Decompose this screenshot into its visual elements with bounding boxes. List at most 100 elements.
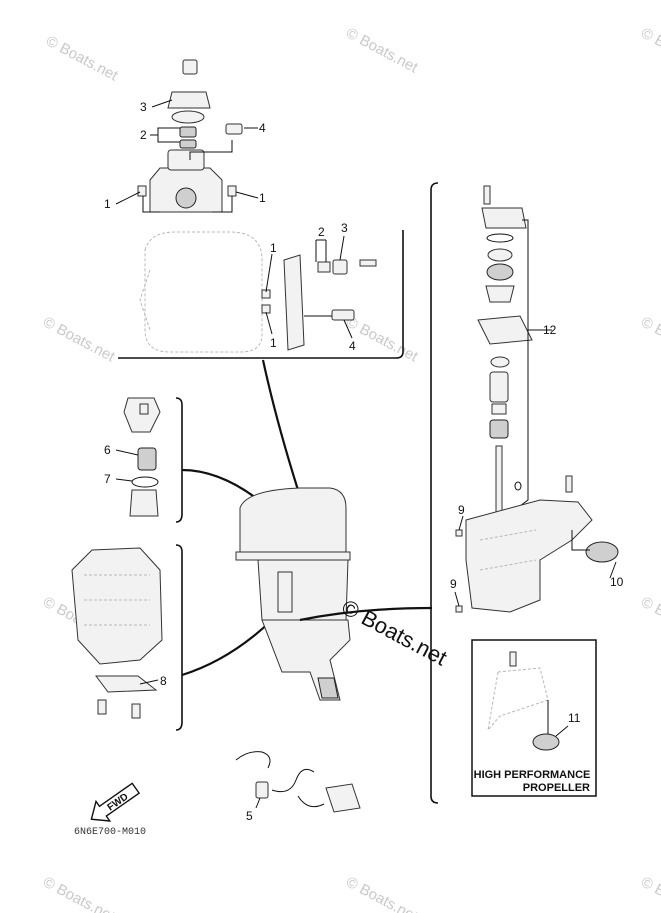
bearing-part bbox=[489, 419, 509, 439]
high-performance-inset bbox=[471, 639, 597, 797]
thermostat-body bbox=[123, 397, 161, 433]
leader-line bbox=[115, 449, 139, 456]
lower-casing bbox=[465, 499, 593, 613]
leader-line bbox=[315, 239, 327, 262]
leader-line bbox=[150, 127, 180, 143]
callout-10: 10 bbox=[610, 575, 624, 589]
group-bracket bbox=[175, 544, 183, 731]
lower-casing-ghost bbox=[487, 667, 549, 732]
leader-line bbox=[139, 679, 159, 685]
leader-line bbox=[235, 191, 259, 199]
thermostat-part bbox=[179, 139, 197, 149]
bolt-part bbox=[182, 59, 198, 75]
leader-line bbox=[519, 219, 540, 507]
watermark: © Boats.net bbox=[43, 33, 121, 85]
midsection bbox=[257, 559, 349, 621]
callout-1: 1 bbox=[270, 241, 277, 255]
thermostat-part bbox=[137, 447, 157, 471]
pump-insert bbox=[487, 248, 513, 262]
watermark: © Boats.net bbox=[40, 874, 118, 913]
callout-11: 11 bbox=[568, 711, 581, 725]
watermark: © Boats.net bbox=[638, 874, 661, 913]
leader-line bbox=[339, 235, 345, 261]
sensor-part bbox=[332, 259, 348, 275]
callout-1: 1 bbox=[259, 191, 266, 205]
leader-line bbox=[265, 311, 273, 335]
watermark: © Boats.net bbox=[338, 594, 452, 670]
fuel-line-group: 5 bbox=[235, 751, 361, 823]
leader-line bbox=[142, 196, 160, 213]
fwd-arrow-shape bbox=[90, 782, 141, 822]
leader-line bbox=[212, 196, 233, 213]
connector-line bbox=[261, 359, 300, 491]
thermostat-housing bbox=[167, 149, 205, 171]
exhaust-cover bbox=[283, 254, 305, 351]
watermark: © Boats.net bbox=[638, 25, 661, 77]
engine-ghost-outline bbox=[139, 269, 151, 331]
bolt-part bbox=[131, 703, 141, 719]
callout-9: 9 bbox=[450, 577, 457, 591]
leader-line bbox=[343, 319, 353, 339]
group-bracket bbox=[118, 230, 404, 359]
watermark: © Boats.net bbox=[40, 314, 118, 366]
drive-shaft-housing bbox=[489, 371, 509, 403]
gasket-part bbox=[490, 356, 510, 368]
drive-shaft bbox=[495, 445, 503, 519]
leader-line bbox=[115, 191, 141, 205]
watermark: © Boats.net bbox=[638, 594, 661, 646]
propeller-part bbox=[585, 541, 619, 563]
hose-part bbox=[235, 751, 271, 769]
cylinder-head bbox=[175, 187, 197, 209]
callout-3: 3 bbox=[140, 100, 147, 114]
inset-title-line2: PROPELLER bbox=[523, 782, 590, 794]
bolt-part bbox=[137, 185, 147, 197]
watermark: © Boats.net bbox=[343, 25, 421, 77]
watermark: © Boats.net bbox=[638, 314, 661, 366]
bolt-part bbox=[359, 259, 377, 267]
connector-line bbox=[181, 619, 273, 677]
callout-9: 9 bbox=[458, 503, 465, 517]
thermostat-base bbox=[129, 489, 159, 517]
sender-part bbox=[225, 123, 243, 135]
pump-plate bbox=[477, 315, 533, 345]
leader-line bbox=[255, 797, 261, 809]
leader-line bbox=[265, 253, 273, 293]
bracket-group: 8 bbox=[71, 544, 183, 731]
callout-1: 1 bbox=[104, 197, 111, 211]
inset-title-line1: HIGH PERFORMANCE bbox=[474, 769, 591, 781]
engine-cowling bbox=[239, 487, 347, 553]
lower-casing bbox=[479, 529, 537, 571]
sensor-part bbox=[331, 309, 355, 321]
bolt-part bbox=[97, 699, 107, 715]
bushing-part bbox=[491, 403, 507, 415]
watermark: © Boats.net bbox=[343, 874, 421, 913]
bolt-part bbox=[565, 475, 573, 493]
lower-unit bbox=[261, 619, 351, 701]
leader-line bbox=[151, 99, 173, 108]
group-bracket bbox=[175, 397, 183, 523]
lower-unit-group: 12 9 9 10 11 HIGH PERFORMANCE PROPELLER bbox=[430, 182, 624, 804]
pump-insert bbox=[486, 263, 514, 281]
engine-bracket bbox=[71, 547, 163, 665]
fitting-part bbox=[255, 781, 269, 799]
thermostat-part bbox=[179, 126, 197, 138]
callout-1: 1 bbox=[270, 336, 277, 350]
diagram-code: 6N6E700-M010 bbox=[74, 827, 146, 838]
bolt-part bbox=[455, 529, 463, 537]
leader-line bbox=[189, 140, 233, 160]
leader-line bbox=[571, 530, 590, 551]
bolt-part bbox=[509, 651, 517, 667]
leader-line bbox=[609, 561, 617, 579]
fuel-pump bbox=[325, 783, 361, 813]
thermostat-group: 6 7 bbox=[104, 397, 183, 523]
impeller bbox=[485, 285, 515, 303]
leader-line bbox=[555, 725, 569, 737]
callout-3: 3 bbox=[341, 221, 348, 235]
leader-line bbox=[458, 515, 464, 531]
bolt-part bbox=[227, 185, 237, 197]
hose-part bbox=[271, 768, 315, 793]
callout-2: 2 bbox=[318, 225, 325, 239]
group-bracket bbox=[430, 182, 439, 804]
engine-bracket bbox=[84, 574, 150, 626]
